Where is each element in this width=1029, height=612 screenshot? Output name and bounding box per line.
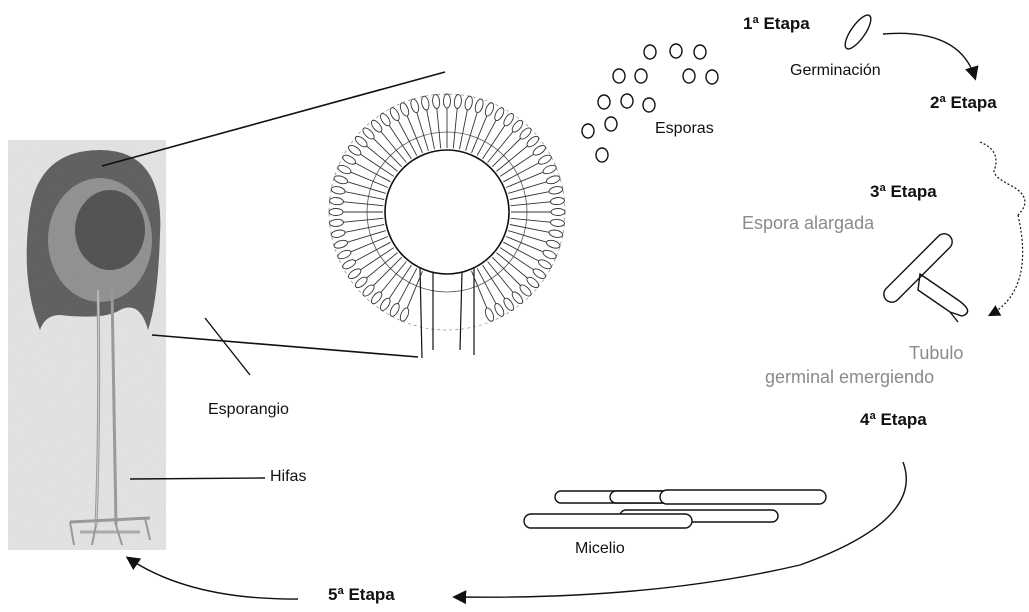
zoom-line-bottom [152, 335, 418, 357]
stage1-label: 1ª Etapa [743, 14, 810, 34]
spore-cluster [582, 44, 718, 162]
elongated-spore-label: Espora alargada [742, 213, 874, 234]
arrow-stage1-to-stage2 [883, 33, 975, 78]
stage2-label: 2ª Etapa [930, 93, 997, 113]
connector-stage2-to-stage3 [980, 142, 1025, 215]
germinating-spore [881, 231, 968, 322]
arrow-stage5-to-start [128, 558, 298, 599]
hyphae-label: Hifas [270, 468, 306, 486]
germ-tube-label-line1: Tubulo [909, 343, 963, 364]
hyphae-leader-line [130, 478, 265, 479]
arrow-stage3-to-tube [990, 215, 1023, 315]
stage5-label: 5ª Etapa [328, 585, 395, 605]
sporangium-leader-line [205, 318, 250, 375]
mycelium-drawing [524, 490, 826, 528]
arrow-stage4-to-stage5 [455, 462, 906, 597]
mycelium-label: Micelio [575, 540, 625, 558]
sporangium-photo [8, 140, 166, 550]
stage3-label: 3ª Etapa [870, 182, 937, 202]
sporangium-detail-drawing [329, 94, 565, 358]
germ-tube-label-line2: germinal emergiendo [765, 367, 934, 388]
sporangium-label: Esporangio [208, 401, 289, 419]
spores-label: Esporas [655, 120, 714, 138]
stage4-label: 4ª Etapa [860, 410, 927, 430]
stage1-spore [841, 12, 875, 53]
germination-label: Germinación [790, 62, 881, 80]
